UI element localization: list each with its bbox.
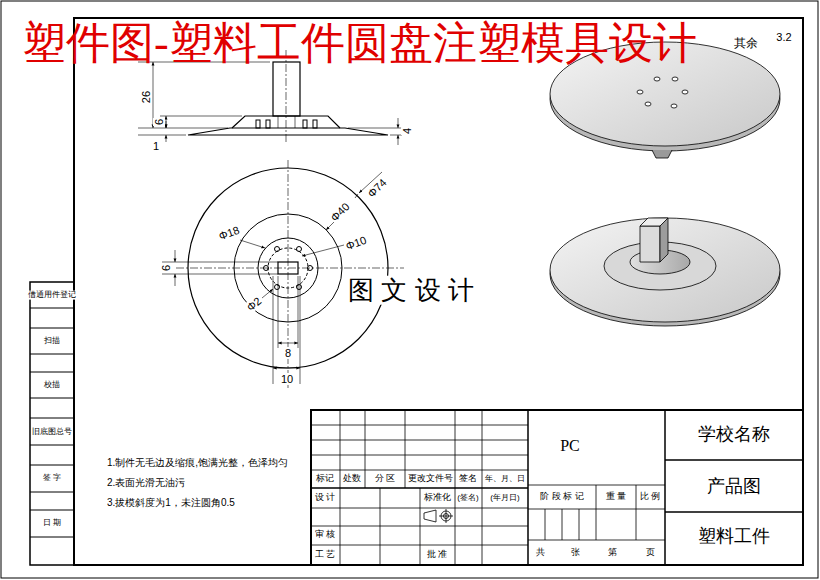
margin-rows [30,308,74,537]
watermark: 图 文 设 计 [347,276,475,305]
margin-label: 旧底图总号 [31,428,73,437]
dimension: 8 [284,347,292,359]
inner-frame [74,18,803,565]
margin-strip [30,282,74,565]
dimension: Φ40 [328,200,353,225]
dimension: 4 [401,127,413,135]
table-cell: 分 区 [374,474,397,484]
margin-label: 借通用件登记 [27,291,77,300]
dimension: Φ18 [216,223,242,242]
dimension: Φ10 [343,233,369,252]
table-cell: 重 量 [605,492,628,502]
table-cell: 审 核 [314,530,337,540]
table-cell: 张 [570,548,581,558]
dimension-lines [138,62,402,145]
table-cell: 共 [535,548,546,558]
dimension: Φ74 [365,176,390,201]
margin-label: 扫描 [43,337,61,346]
roughness-value: 3.2 [775,31,792,43]
table-cell: (签名) [456,494,479,503]
part-name: 塑料工件 [697,527,771,547]
technical-note: 1.制件无毛边及缩痕,饱满光整，色泽均匀 [106,457,289,468]
projection-symbol [424,509,453,523]
technical-note: 2.表面光滑无油污 [106,477,186,488]
sheet-title: 塑件图-塑料工件圆盘注塑模具设计 [22,20,697,68]
table-cell: 页 [645,548,656,558]
table-cell: 批 准 [426,550,449,560]
table-cell: 工 艺 [314,550,337,560]
top-view [162,160,404,388]
title-block [311,410,803,565]
vent-holes [264,247,313,290]
dimension: 10 [280,373,294,385]
table-cell: (年月日) [489,494,520,503]
table-cell: 标记 [315,474,335,484]
iso-view-bottom [550,218,780,326]
drawing-type: 产品图 [706,477,762,497]
table-cell: 年、月、日 [484,475,526,484]
margin-label: 日 期 [42,519,62,528]
material: PC [559,437,581,455]
roughness-note: 其余 [733,37,759,50]
dimension: 6 [153,118,165,126]
table-cell: 阶 段 标 记 [539,492,585,502]
technical-note: 3.拔模斜度为1，未注圆角0.5 [106,497,236,508]
table-cell: 标准化 [423,493,452,503]
dimension: 26 [140,90,152,104]
table-cell: 设 计 [314,493,337,503]
table-cell: 比 例 [639,492,662,502]
margin-label: 校描 [43,381,61,390]
table-cell: 处数 [342,474,362,484]
dimension: 1 [152,140,160,152]
table-cell: 第 [607,548,618,558]
dimension: Φ2 [244,294,265,314]
table-cell: 签名 [458,474,478,484]
dimension: 6 [160,264,172,272]
table-cell: 更改文件号 [407,474,454,484]
margin-label: 签 字 [42,474,62,483]
school-name: 学校名称 [697,425,771,445]
